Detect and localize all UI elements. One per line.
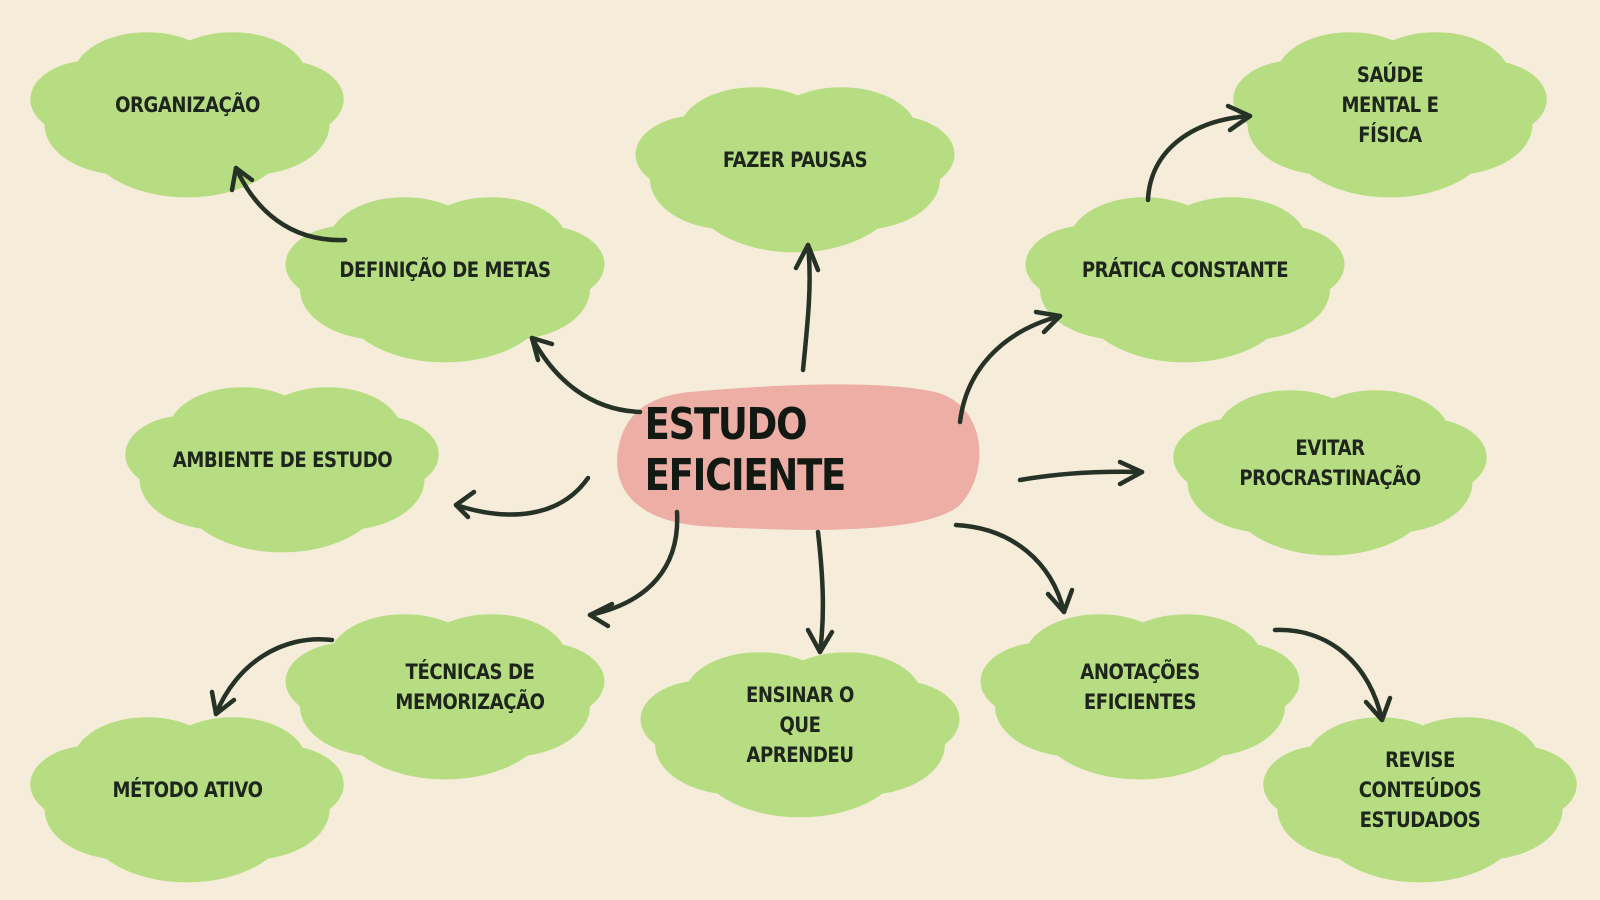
node-label-pratica-constante: PRÁTICA CONSTANTE (1081, 258, 1289, 282)
cloud-node-fazer-pausas (635, 87, 955, 253)
arrow-center-to-ensinar-o-que-aprendeu (805, 529, 835, 655)
cloud-node-evitar-procrastinacao (1173, 390, 1487, 556)
central-topic-shape (617, 384, 980, 530)
cloud-node-pratica-constante (1025, 197, 1345, 363)
cloud-node-organizacao (30, 32, 344, 198)
arrow-center-to-definicao-de-metas (529, 335, 643, 415)
arrow-anotacoes-eficientes-to-revise-conteudos-estudados (1272, 627, 1393, 723)
cloud-node-saude-mental-e-fisica (1233, 32, 1547, 198)
node-label-metodo-ativo: MÉTODO ATIVO (112, 778, 263, 802)
arrow-center-to-pratica-constante (957, 309, 1063, 425)
central-topic-label: ESTUDO EFICIENTE (644, 399, 847, 501)
arrow-tecnicas-de-memorizacao-to-metodo-ativo (209, 636, 335, 717)
node-label-ensinar-o-que-aprendeu: ENSINAR O QUE APRENDEU (746, 683, 854, 767)
cloud-node-definicao-de-metas (285, 197, 605, 363)
node-label-definicao-de-metas: DEFINIÇÃO DE METAS (339, 258, 551, 282)
node-label-anotacoes-eficientes: ANOTAÇÕES EFICIENTES (1080, 660, 1200, 714)
arrow-center-to-ambiente-de-estudo (453, 475, 591, 520)
cloud-node-tecnicas-de-memorizacao (285, 614, 605, 780)
node-label-saude-mental-e-fisica: SAÚDE MENTAL E FÍSICA (1341, 63, 1439, 147)
arrow-center-to-fazer-pausas (793, 242, 821, 373)
node-label-fazer-pausas: FAZER PAUSAS (722, 148, 868, 172)
node-label-evitar-procrastinacao: EVITAR PROCRASTINAÇÃO (1239, 436, 1421, 490)
arrow-pratica-constante-to-saude-mental-e-fisica (1145, 103, 1253, 203)
cloud-node-metodo-ativo (30, 717, 344, 883)
node-label-organizacao: ORGANIZAÇÃO (115, 93, 260, 117)
arrow-definicao-de-metas-to-organizacao (229, 165, 348, 243)
node-label-tecnicas-de-memorizacao: TÉCNICAS DE MEMORIZAÇÃO (395, 660, 545, 714)
node-label-ambiente-de-estudo: AMBIENTE DE ESTUDO (172, 448, 393, 472)
arrow-center-to-evitar-procrastinacao (1017, 459, 1145, 487)
cloud-node-ambiente-de-estudo (125, 387, 439, 553)
cloud-node-anotacoes-eficientes (980, 614, 1300, 780)
cloud-node-ensinar-o-que-aprendeu (640, 652, 960, 818)
arrow-center-to-tecnicas-de-memorizacao (587, 509, 680, 629)
cloud-node-revise-conteudos-estudados (1263, 717, 1577, 883)
node-label-revise-conteudos-estudados: REVISE CONTEÚDOS ESTUDADOS (1358, 748, 1482, 832)
arrow-center-to-anotacoes-eficientes (953, 522, 1075, 615)
